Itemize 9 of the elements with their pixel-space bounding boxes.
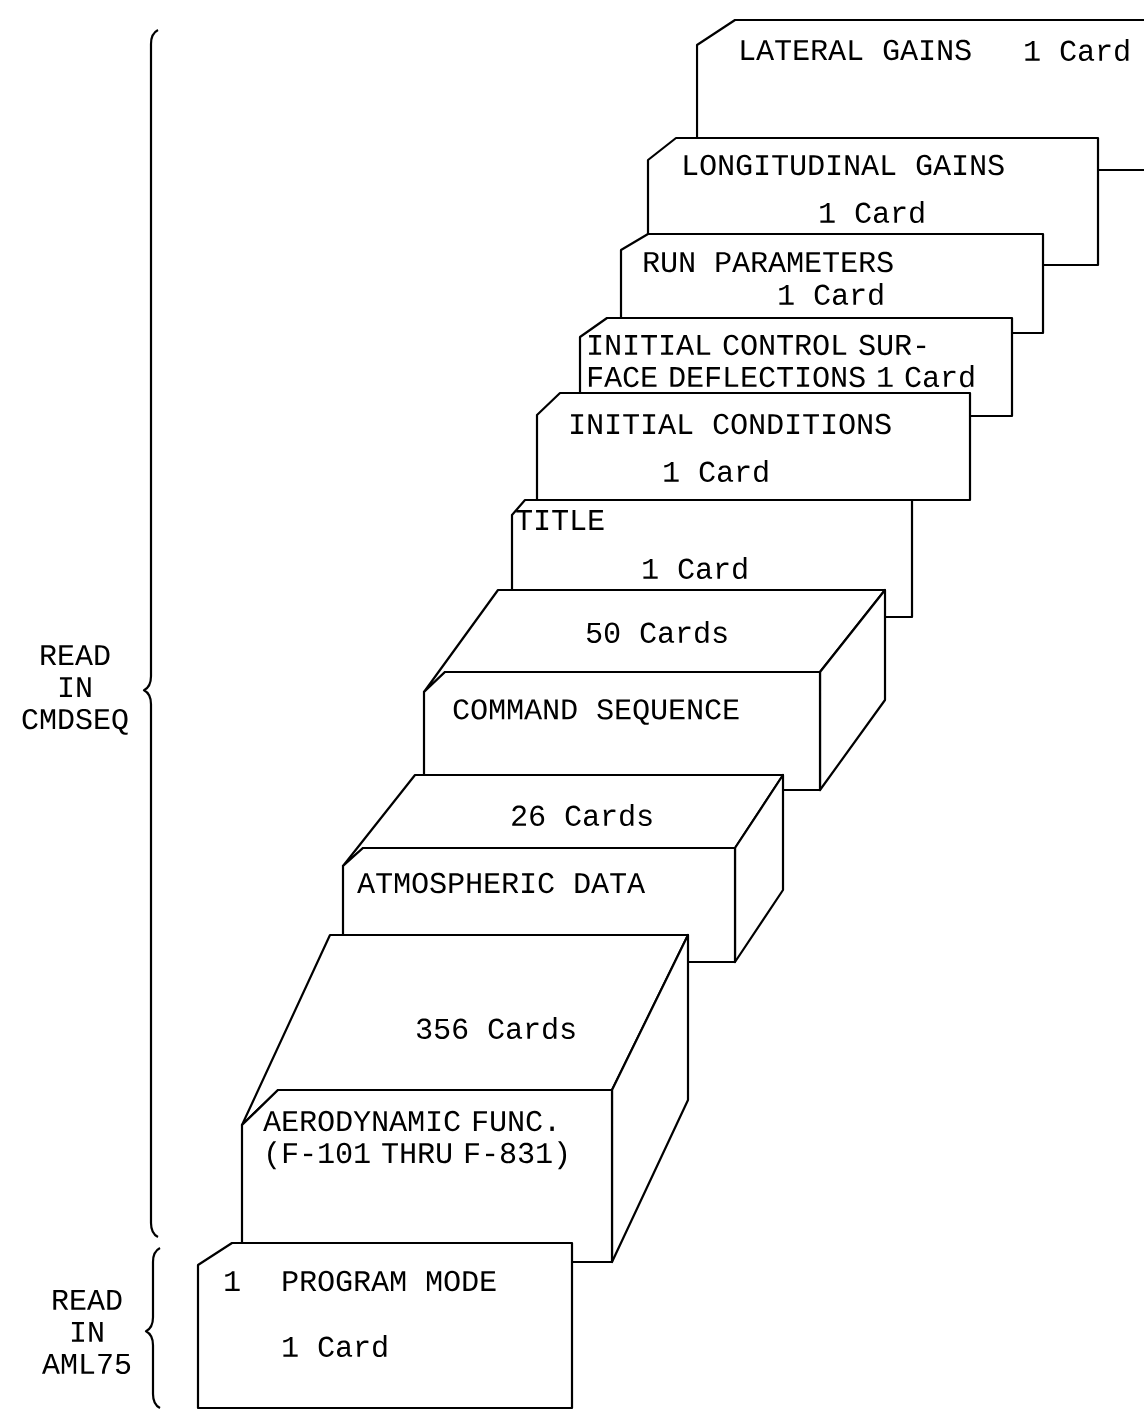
card-deck: 356 Cards AERODYNAMIC FUNC. (F-101 THRU F-831) bbox=[240, 933, 690, 1264]
node-label: (F-101 THRU F-831) bbox=[268, 1141, 567, 1170]
node-label: COMMAND SEQUENCE bbox=[453, 699, 739, 725]
punched-card: INITIAL CONDITIONS 1 Card bbox=[535, 391, 972, 502]
section-label: READ IN AML75 bbox=[42, 1290, 131, 1375]
card-deck: 50 Cards COMMAND SEQUENCE bbox=[422, 588, 887, 792]
node-label: 26 Cards bbox=[512, 803, 652, 827]
punched-card: 1 PROGRAM MODE 1 Card bbox=[196, 1241, 574, 1410]
section-label: READ IN CMDSEQ bbox=[22, 645, 128, 735]
